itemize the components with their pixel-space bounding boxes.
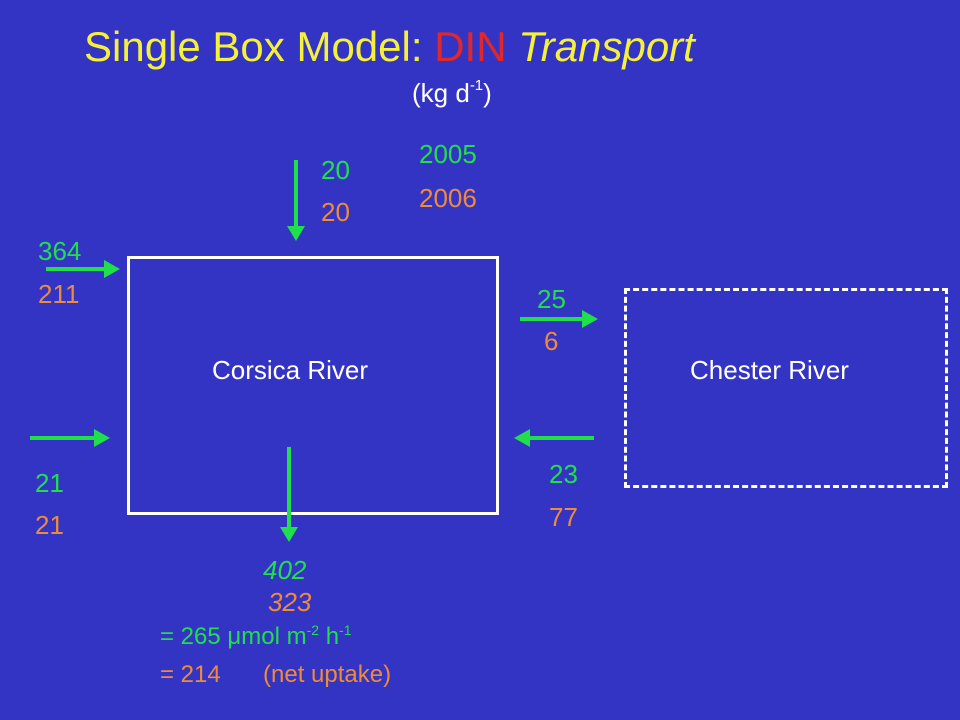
from-chester-flux-2006: 77 [549, 502, 578, 532]
lower-left-flux-2006: 21 [35, 510, 64, 540]
units-exponent: -1 [469, 77, 484, 94]
upper-left-arrowhead [104, 260, 120, 278]
page-title: Single Box Model: DIN Transport [84, 26, 695, 68]
net-uptake-note: (net uptake) [263, 661, 392, 688]
to-chester-flux-2006: 6 [544, 326, 559, 356]
from-chester-flux-2005: 23 [549, 459, 578, 489]
legend-year-2005: 2005 [419, 139, 477, 169]
from-chester-arrowhead [514, 429, 530, 447]
to-chester-flux-2005: 25 [537, 284, 566, 314]
lower-left-flux-2005: 21 [35, 468, 64, 498]
top-arrowhead [287, 226, 305, 241]
title-prefix: Single Box Model: [84, 23, 435, 70]
equation-2006-value: = 214 [160, 661, 221, 688]
equation-exp-b: -1 [339, 622, 352, 638]
top-flux-2006: 20 [321, 197, 350, 227]
lower-left-arrowhead [94, 429, 110, 447]
units-label: (kg d-1) [412, 77, 492, 108]
equation-exp-a: -2 [306, 622, 320, 638]
equation-2005-value: = 265 [160, 623, 228, 650]
equation-2005: = 265 μmol m-2 h-1 [160, 622, 352, 650]
chester-river-label: Chester River [690, 355, 849, 385]
to-chester-arrowhead [582, 310, 598, 328]
corsica-river-box [127, 256, 499, 515]
units-base: (kg d [412, 78, 470, 108]
chester-river-box [624, 288, 948, 488]
top-flux-2005: 20 [321, 155, 350, 185]
upper-left-flux-2005: 364 [38, 236, 82, 266]
bottom-flux-2006: 323 [268, 587, 312, 617]
units-close: ) [483, 78, 492, 108]
upper-left-flux-2006: 211 [38, 279, 80, 309]
equation-unit-b: h [319, 623, 340, 650]
title-suffix: Transport [518, 23, 695, 70]
equation-unit-a: mol m [241, 623, 307, 650]
bottom-flux-2005: 402 [263, 555, 307, 585]
mu-symbol: μ [227, 623, 242, 650]
corsica-river-label: Corsica River [212, 355, 369, 385]
title-highlight: DIN [434, 23, 507, 70]
bottom-arrowhead [280, 527, 298, 542]
legend-year-2006: 2006 [419, 183, 477, 213]
